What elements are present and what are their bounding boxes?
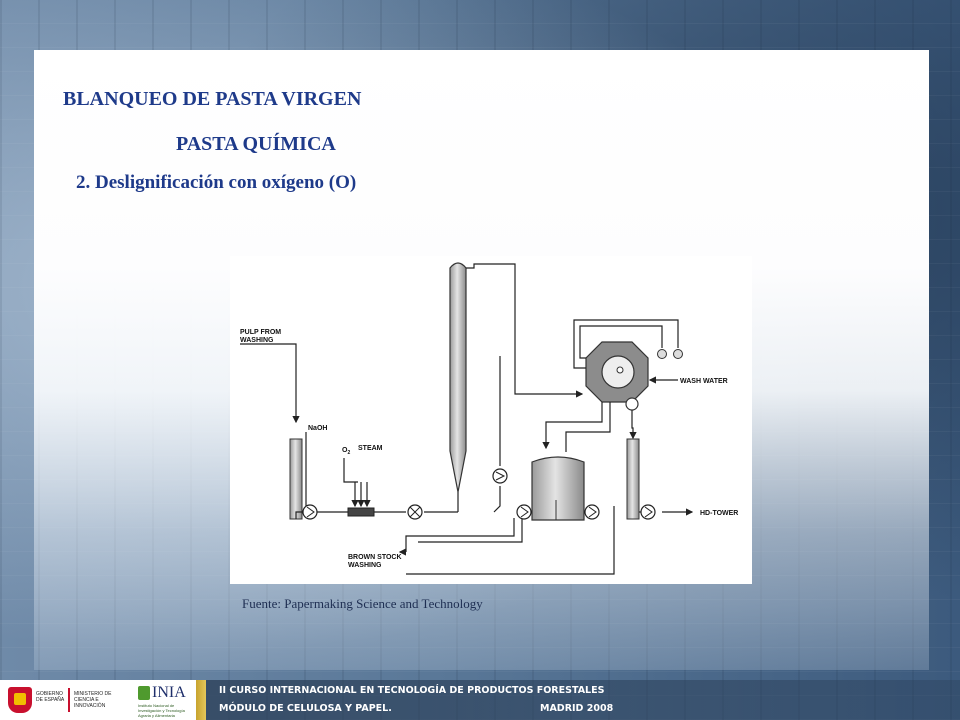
label-hd-tower: HD-TOWER (700, 510, 738, 517)
label-naoh: NaOH (308, 425, 327, 432)
label-pulp-from: PULP FROM (240, 329, 281, 336)
inia-logo-text: INIA (152, 684, 186, 701)
ministry-bar (68, 688, 70, 712)
steam-mixer (347, 507, 375, 517)
washer-drum-hub (616, 366, 624, 374)
label-o2: O2 (342, 447, 350, 456)
footer-location-year: MADRID 2008 (540, 703, 614, 714)
slide-point: 2. Deslignificación con oxígeno (O) (76, 172, 357, 193)
ministry-label: MINISTERIO DE CIENCIA E INNOVACIÓN (74, 691, 112, 709)
label-brown-stock-washing: WASHING (348, 562, 382, 569)
spain-coat-of-arms-icon (8, 687, 32, 713)
pump-1 (302, 504, 318, 520)
pump-blow-right (584, 504, 600, 520)
footer-band (206, 680, 960, 720)
inia-leaf-icon (138, 686, 150, 700)
source-caption: Fuente: Papermaking Science and Technolo… (242, 596, 483, 611)
footer: GOBIERNO DE ESPAÑA MINISTERIO DE CIENCIA… (0, 680, 960, 720)
label-washing: WASHING (240, 337, 274, 344)
label-brown-stock: BROWN STOCK (348, 554, 402, 561)
control-valve (407, 504, 423, 520)
mixer-column (289, 438, 303, 520)
hd-standpipe (626, 438, 640, 520)
process-diagram: PULP FROM WASHING NaOH O2 STEAM WASH WAT… (230, 256, 752, 584)
blow-tank (531, 456, 585, 521)
process-diagram-svg: PULP FROM WASHING NaOH O2 STEAM WASH WAT… (240, 262, 738, 575)
footer-module: MÓDULO DE CELULOSA Y PAPEL. (219, 703, 392, 714)
piping (240, 263, 694, 575)
footer-course-title: II CURSO INTERNACIONAL EN TECNOLOGÍA DE … (219, 685, 605, 696)
pump-recirc (492, 468, 508, 484)
wash-nozzle-1 (657, 349, 667, 359)
slide-subtitle: PASTA QUÍMICA (176, 133, 336, 155)
washer-outlet (625, 397, 639, 411)
pump-blow-left (516, 504, 532, 520)
inia-subtitle: Instituto Nacional de Investigación y Te… (138, 703, 185, 718)
footer-divider (196, 680, 206, 720)
gov-label: GOBIERNO DE ESPAÑA (36, 691, 65, 703)
slide-title: BLANQUEO DE PASTA VIRGEN (63, 88, 362, 110)
pump-hd (640, 504, 656, 520)
label-wash-water: WASH WATER (680, 378, 728, 385)
wash-nozzle-2 (673, 349, 683, 359)
reactor-tower (449, 262, 467, 493)
label-o2-main: O (342, 447, 348, 454)
label-steam: STEAM (358, 445, 383, 452)
label-o2-sub: 2 (347, 450, 350, 456)
